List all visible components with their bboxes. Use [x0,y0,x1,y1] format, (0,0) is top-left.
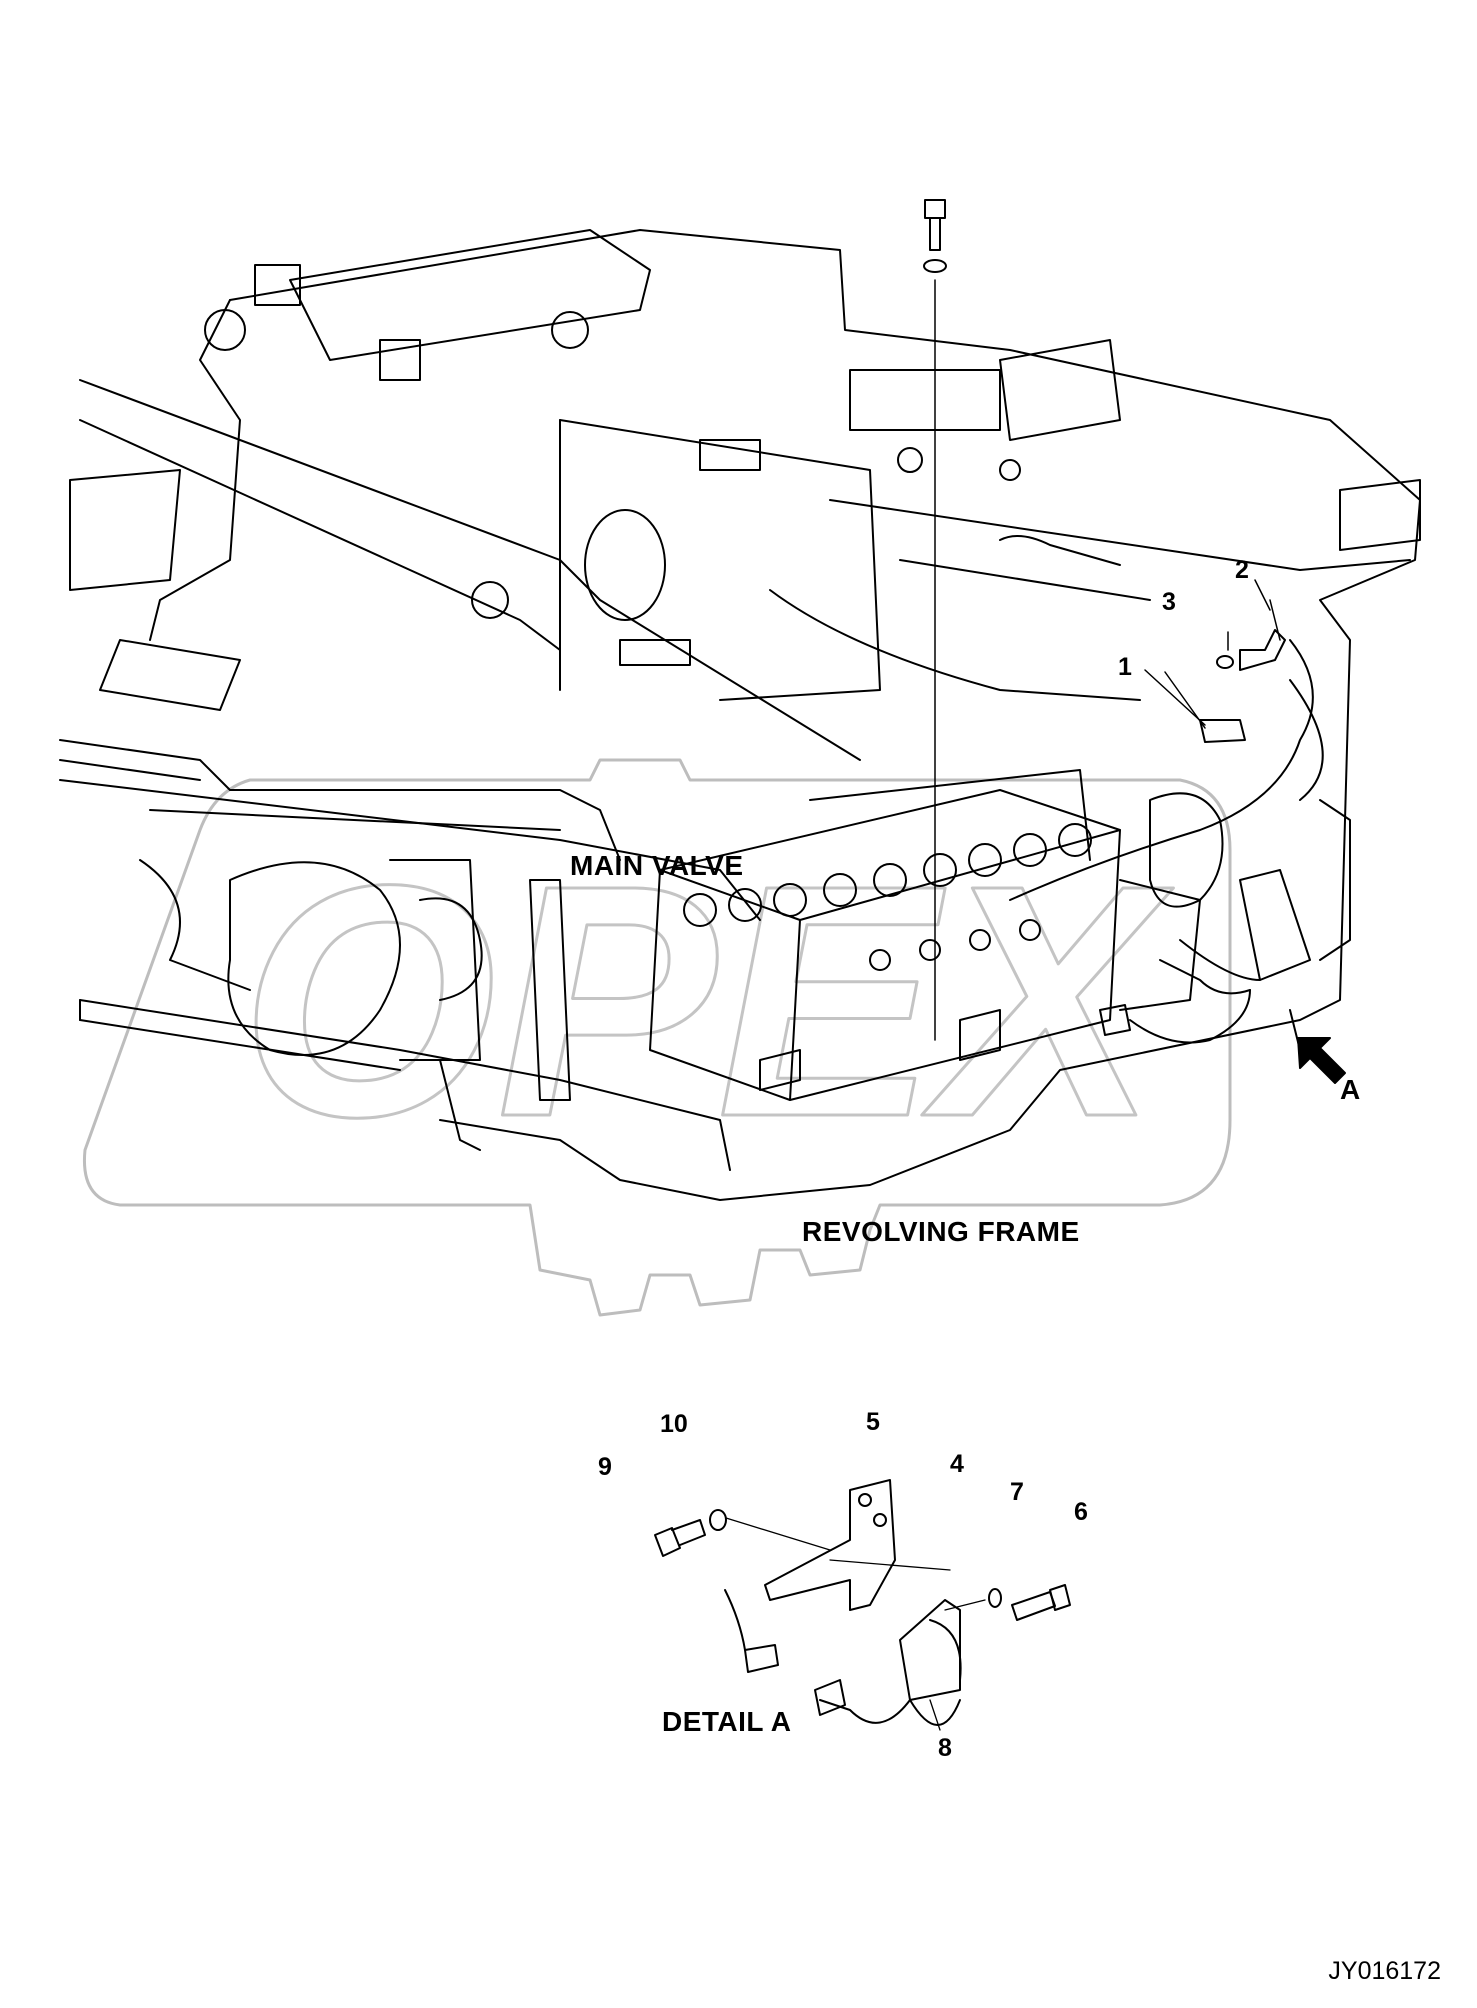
revolving-frame-label: REVOLVING FRAME [802,1216,1080,1247]
gear-watermark-icon: OPEX [82,758,1232,1317]
upper-switch-assembly [1009,599,1324,1044]
callout-8: 8 [938,1734,952,1762]
callout-9: 9 [598,1453,612,1481]
detail-a-exploded-view [654,1479,1071,1731]
main-valve-label: MAIN VALVE [570,850,744,881]
detail-a-label: DETAIL A [662,1706,792,1737]
callout-3: 3 [1162,588,1176,616]
callout-5: 5 [866,1408,880,1436]
revolving-frame [59,229,1421,1201]
callout-leaders [1164,579,1271,729]
callout-6: 6 [1074,1498,1088,1526]
callout-2: 2 [1235,556,1249,584]
callout-4: 4 [950,1450,964,1478]
main-valve [649,769,1201,1101]
callout-1: 1 [1118,653,1132,681]
view-direction-arrow-icon [1297,1037,1346,1084]
view-a-label: A [1340,1074,1361,1105]
callout-7: 7 [1010,1478,1024,1506]
drawing-code: JY016172 [1328,1957,1441,1985]
vertical-bolt [923,199,947,1041]
callout-10: 10 [660,1410,688,1438]
watermark-text: OPEX [240,816,1174,1185]
